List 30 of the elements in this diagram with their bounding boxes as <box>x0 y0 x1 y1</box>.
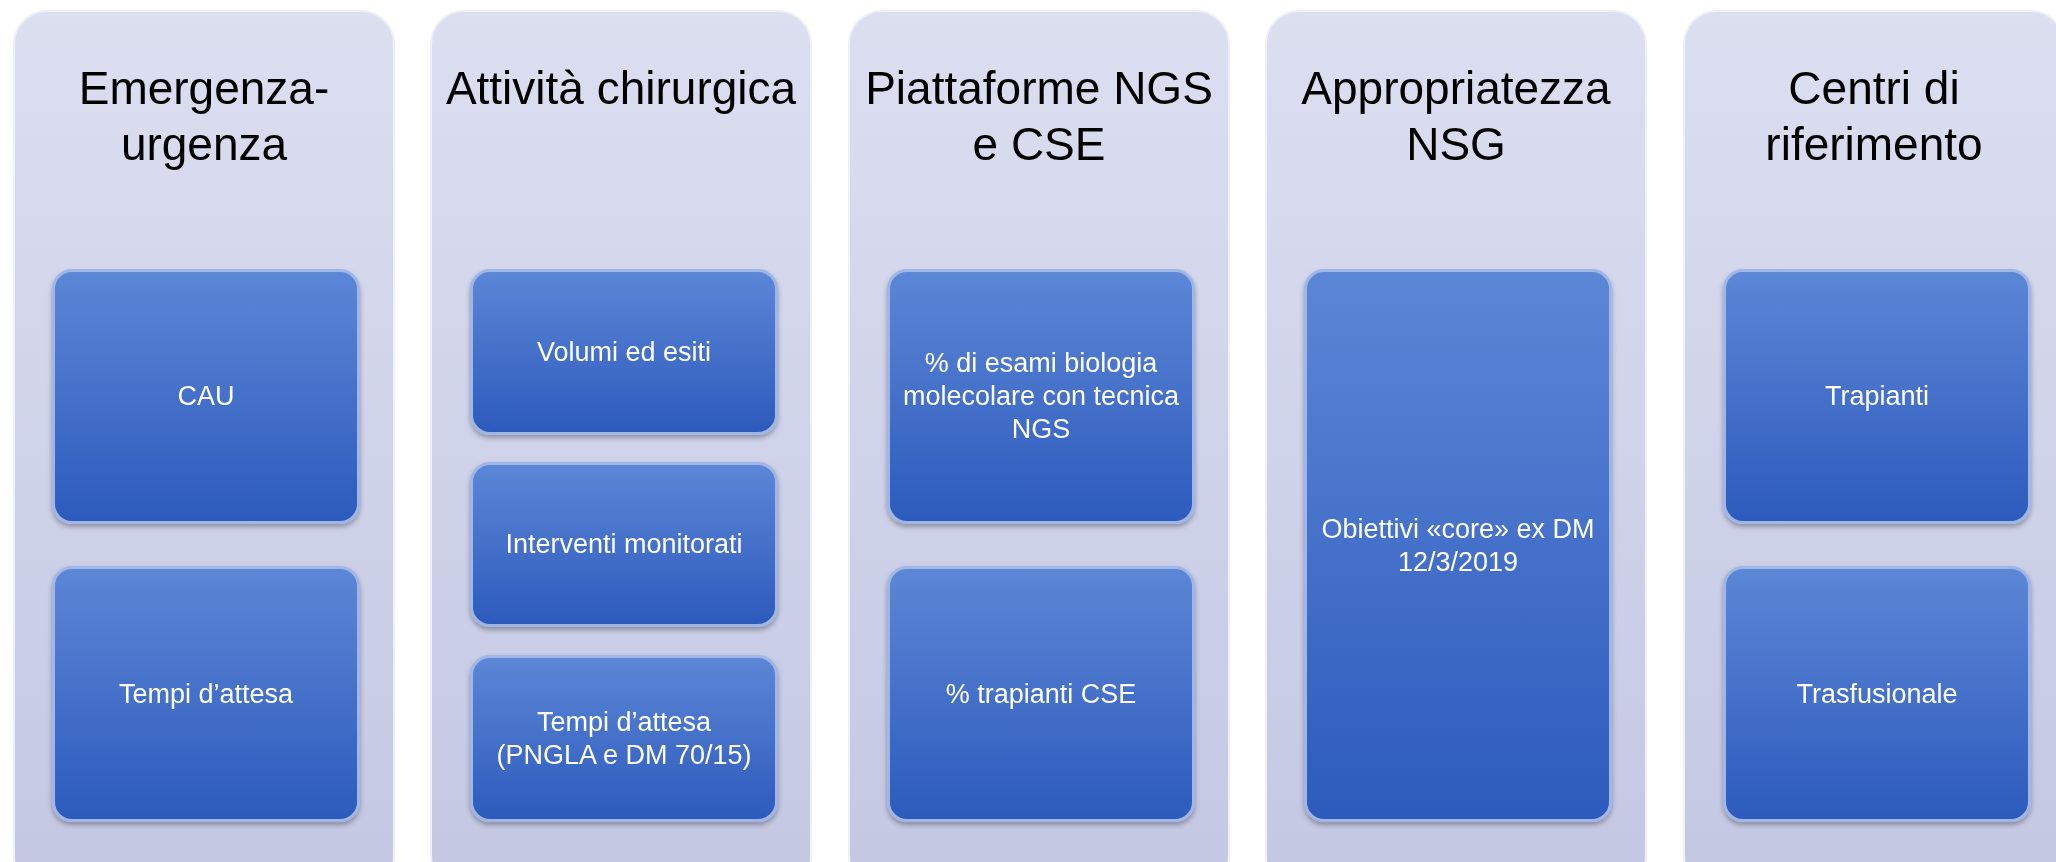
category-panel <box>13 10 395 862</box>
item-label: Trapianti <box>1823 380 1930 413</box>
category-heading: Centri di riferimento <box>1764 61 1984 172</box>
item-box <box>887 566 1195 822</box>
item-box <box>887 269 1195 524</box>
item-box <box>470 655 778 822</box>
item-label: Tempi d’attesa <box>117 677 295 711</box>
item-box <box>52 566 360 822</box>
item-label: Obiettivi «core» ex DM 12/3/2019 <box>1320 512 1596 579</box>
item-box <box>470 269 778 435</box>
item-label: % di esami biologia molecolare con tecnica NGS <box>901 347 1181 446</box>
category-panel <box>1683 10 2056 862</box>
item-label: Trasfusionale <box>1795 677 1959 711</box>
item-box <box>1304 269 1612 822</box>
category-heading: Attività chirurgica <box>444 61 798 116</box>
category-panel <box>1265 10 1647 862</box>
category-panel <box>430 10 812 862</box>
category-heading: Appropriatezza NSG <box>1300 61 1612 172</box>
item-label: % trapianti CSE <box>944 677 1138 711</box>
item-box <box>1723 269 2031 524</box>
item-label: CAU <box>176 380 236 413</box>
item-label: Tempi d’attesa (PNGLA e DM 70/15) <box>495 705 753 772</box>
category-heading: Piattaforme NGS e CSE <box>864 61 1214 172</box>
item-label: Volumi ed esiti <box>535 335 713 369</box>
item-label: Interventi monitorati <box>504 528 744 561</box>
item-box <box>1723 566 2031 822</box>
item-box <box>470 462 778 627</box>
category-heading: Emergenza-urgenza <box>77 61 331 172</box>
category-panel <box>848 10 1230 862</box>
item-box <box>52 269 360 524</box>
